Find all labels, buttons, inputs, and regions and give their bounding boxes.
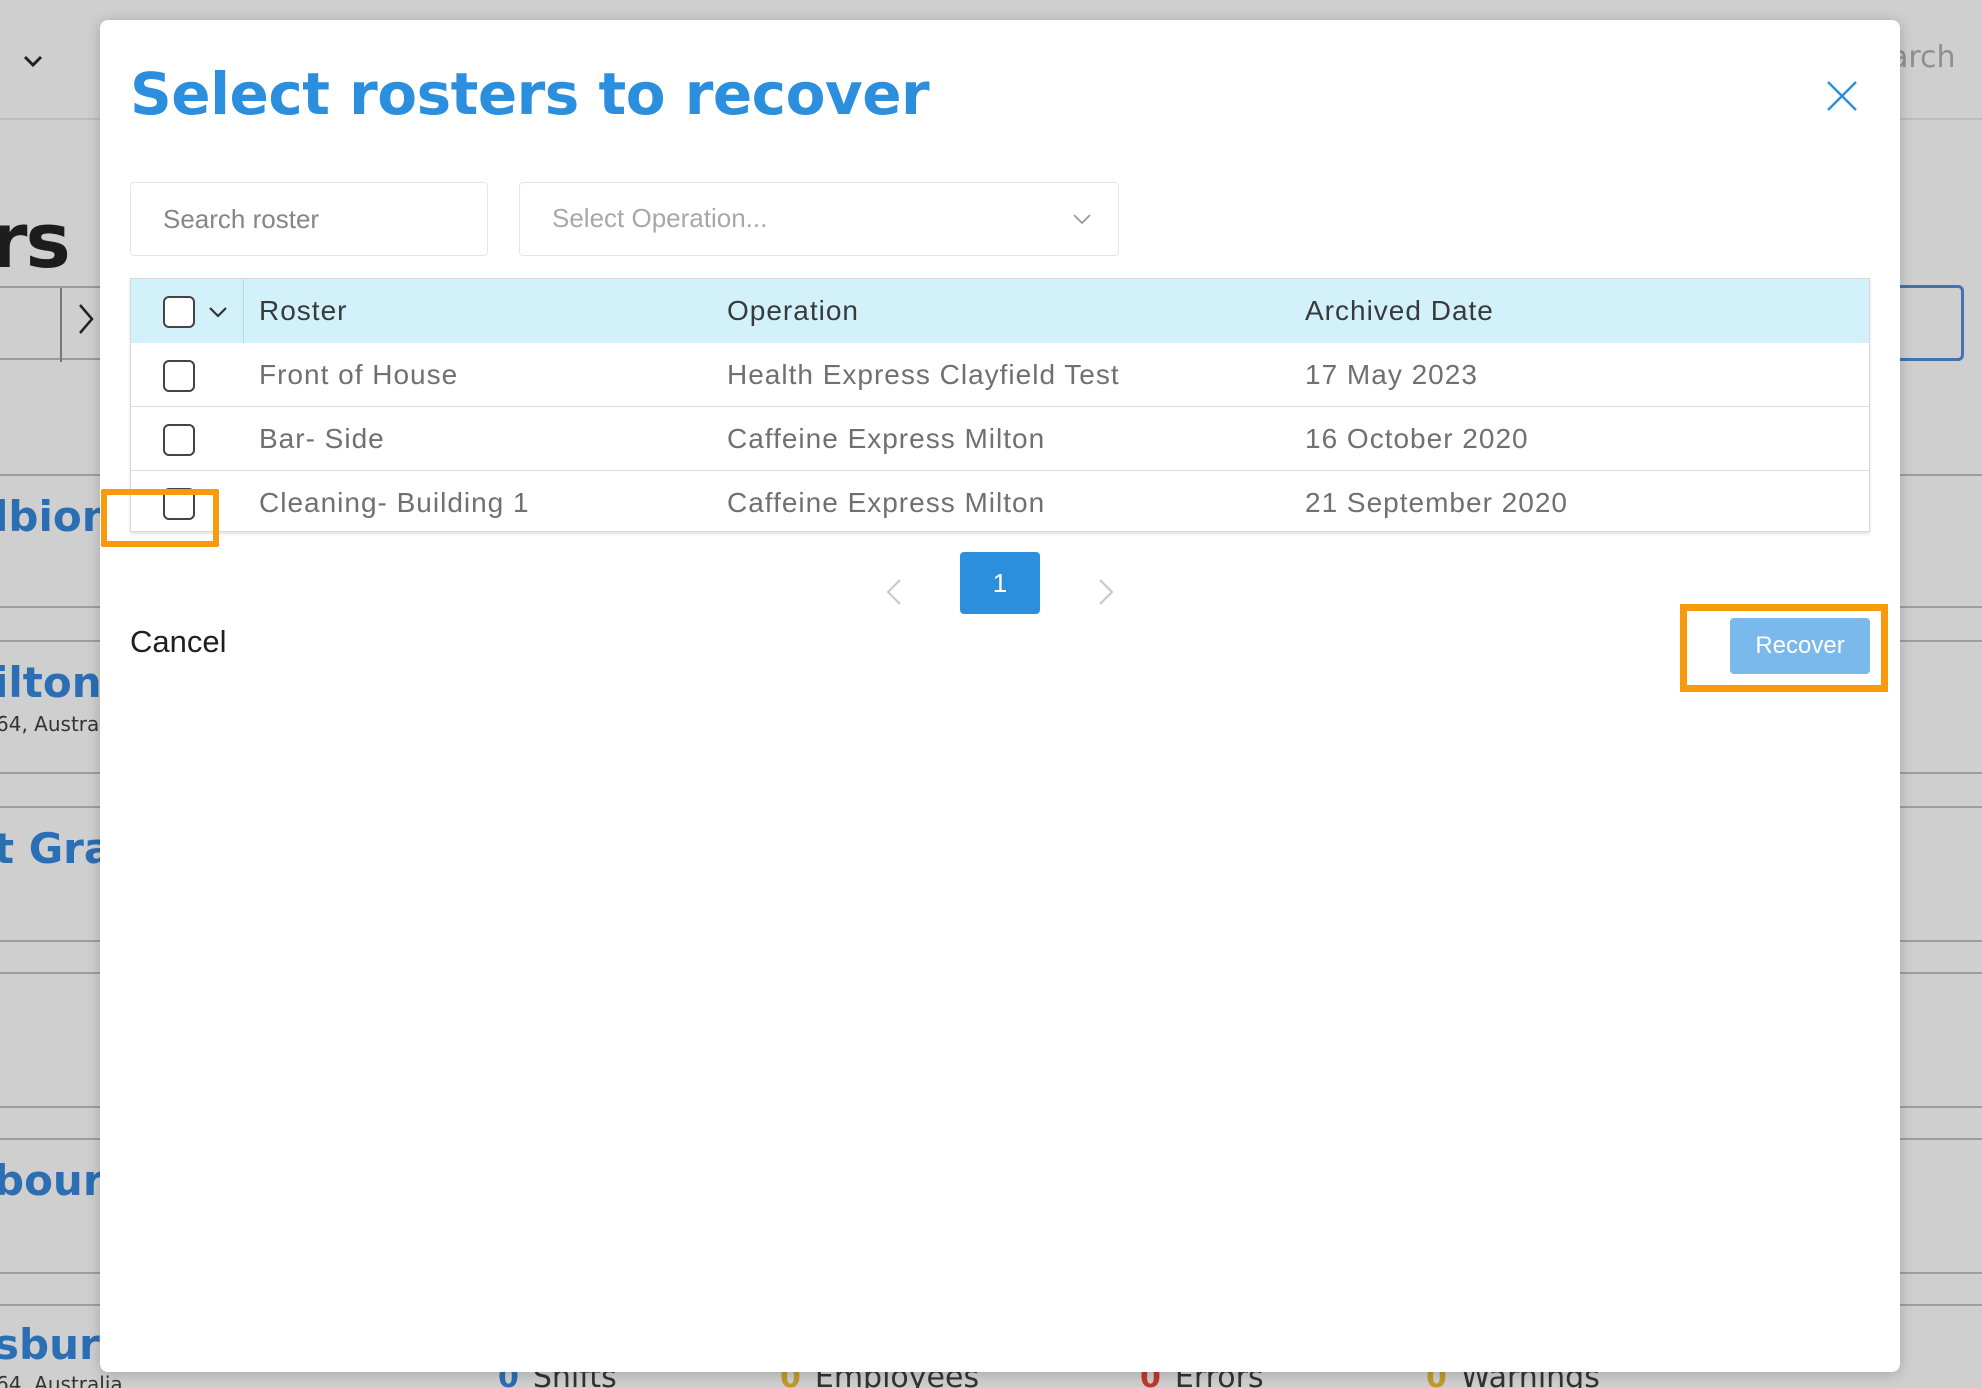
chevron-right-icon [1099,579,1114,605]
background-location-name: ilton [0,658,102,707]
table-row[interactable]: Front of House Health Express Clayfield … [131,343,1869,407]
divider [243,279,244,343]
row-checkbox[interactable] [163,360,195,392]
background-search-text: arch [1890,40,1956,75]
cell-archived-date: 17 May 2023 [1305,359,1478,390]
recover-button[interactable]: Recover [1730,618,1870,674]
divider [60,288,62,362]
operation-select-placeholder: Select Operation... [552,203,768,233]
search-roster-input[interactable] [130,182,488,256]
close-icon [1827,81,1857,111]
pagination-prev-button[interactable] [880,572,910,612]
chevron-right-icon [76,302,96,345]
column-header-roster[interactable]: Roster [259,295,348,326]
chevron-left-icon [886,579,901,605]
background-location-address: 64, Australia [0,1372,123,1388]
table-row[interactable]: Bar- Side Caffeine Express Milton 16 Oct… [131,407,1869,471]
dialog-title: Select rosters to recover [130,60,930,128]
background-location-name: t Gra [0,824,113,873]
cell-archived-date: 16 October 2020 [1305,423,1529,454]
rosters-table: Roster Operation Archived Date Front of … [130,278,1870,532]
background-nav [0,286,100,362]
row-checkbox[interactable] [163,424,195,456]
background-input-edge [1898,285,1964,361]
cell-operation: Health Express Clayfield Test [727,359,1120,390]
cell-roster: Cleaning- Building 1 [259,487,530,518]
background-location-address: 64, Austra [0,712,100,736]
select-all-checkbox[interactable] [163,296,195,328]
chevron-down-icon[interactable] [207,301,229,323]
close-button[interactable] [1822,76,1862,116]
pagination-next-button[interactable] [1090,572,1120,612]
background-location-name: lbion [0,492,112,541]
operation-select[interactable]: Select Operation... [519,182,1119,256]
chevron-down-icon [22,46,44,76]
cell-roster: Bar- Side [259,423,385,454]
row-checkbox[interactable] [163,488,195,520]
table-row[interactable]: Cleaning- Building 1 Caffeine Express Mi… [131,471,1869,535]
table-header-row: Roster Operation Archived Date [131,279,1869,343]
cell-operation: Caffeine Express Milton [727,487,1046,518]
pagination-page-1[interactable]: 1 [960,552,1040,614]
cell-archived-date: 21 September 2020 [1305,487,1568,518]
cancel-button[interactable]: Cancel [130,624,227,659]
cell-roster: Front of House [259,359,459,390]
recover-rosters-dialog: Select rosters to recover Select Operati… [100,20,1900,1372]
column-header-operation[interactable]: Operation [727,295,859,326]
column-header-archived-date[interactable]: Archived Date [1305,295,1494,326]
cell-operation: Caffeine Express Milton [727,423,1046,454]
background-page-title: rs [0,196,71,285]
chevron-down-icon [1073,214,1091,225]
